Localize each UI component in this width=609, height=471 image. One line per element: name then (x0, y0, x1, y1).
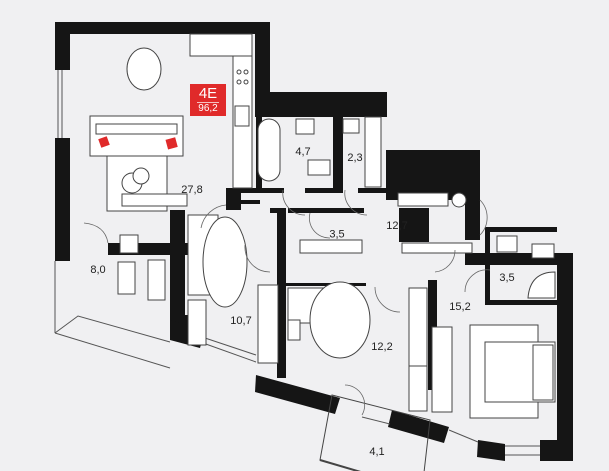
room-area-hallway: 12,7 (386, 220, 408, 232)
rug-1 (202, 216, 248, 308)
shower (527, 271, 556, 299)
tv-stand (121, 193, 188, 207)
doors (83, 189, 491, 416)
coffee-table (117, 261, 136, 295)
ensuite-toilet (531, 243, 555, 259)
hall-bench (397, 192, 449, 207)
room-area-bedroom-2: 12,2 (371, 341, 393, 353)
washer (342, 118, 360, 134)
toilet (307, 159, 331, 176)
room-area-bedroom-1: 10,7 (230, 315, 252, 327)
cushions (96, 134, 179, 151)
wardrobe-1 (257, 284, 279, 364)
room-area-living-kitchen: 27,8 (181, 184, 203, 196)
furniture (89, 33, 556, 419)
dining-table (126, 47, 162, 91)
wardrobe-3 (431, 326, 453, 413)
bathtub (257, 118, 281, 182)
armchair (119, 234, 139, 254)
desk-2 (408, 365, 428, 412)
shelves (364, 116, 382, 188)
wardrobe (401, 242, 473, 254)
room-area-master-bedroom: 15,2 (449, 301, 471, 313)
kitchen-counter (189, 33, 253, 57)
rug-2 (309, 281, 371, 359)
sink (295, 118, 315, 135)
room-area-closet: 3,5 (329, 228, 345, 241)
lounge-chairs (147, 259, 166, 301)
room-area-ensuite: 3,5 (499, 272, 515, 284)
closet-rack (299, 239, 363, 254)
room-area-bathroom: 4,7 (295, 146, 311, 158)
ensuite-sink (496, 235, 518, 253)
wardrobe-2 (408, 287, 428, 367)
room-area-lounge: 8,0 (90, 264, 106, 276)
balcony-outline (319, 394, 431, 471)
desk-1 (187, 299, 207, 346)
apartment-badge: 4E 96,2 (190, 84, 226, 116)
windows (54, 70, 540, 456)
room-area-wc-laundry: 2,3 (347, 152, 363, 164)
apartment-total-area: 96,2 (198, 103, 218, 114)
room-area-balcony: 4,1 (369, 446, 385, 458)
apartment-code: 4E (197, 85, 219, 103)
